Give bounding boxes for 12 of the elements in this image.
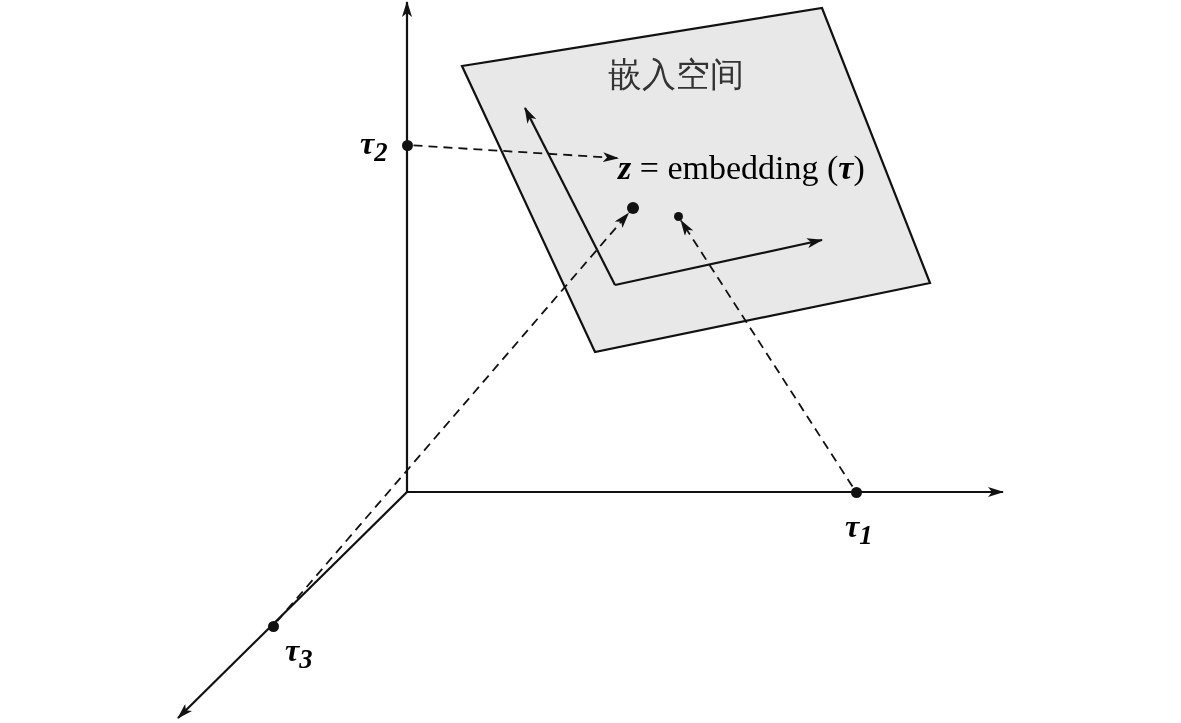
point-dot <box>850 486 862 498</box>
dashed-arrow <box>276 212 630 622</box>
point-dot <box>673 211 683 221</box>
dashed-arrow <box>412 144 619 163</box>
point-dot <box>401 139 413 151</box>
formula-label: z = embedding (τ) <box>618 146 865 190</box>
point-label: τ$_{2}$ <box>360 125 388 169</box>
plane-title: 嵌入空间 <box>608 53 744 96</box>
point-label: τ$_{1}$ <box>845 508 873 552</box>
dashed-arrow <box>680 219 854 488</box>
point-label: τ$_{3}$ <box>285 632 313 676</box>
point-dot <box>267 620 279 632</box>
